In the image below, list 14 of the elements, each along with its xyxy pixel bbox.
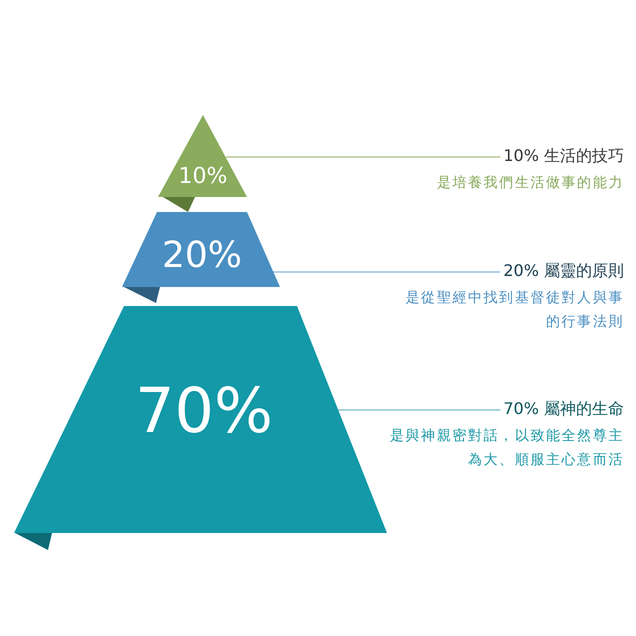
percentage-label: 20% — [162, 238, 242, 274]
tier-description: 是與神親密對話，以致能全然尊主為大、順服主心意而活 — [389, 427, 624, 470]
pyramid-tier — [120, 210, 283, 305]
tier-heading: 10% 生活的技巧 — [503, 146, 624, 167]
tier-heading: 70% 屬神的生命 — [503, 399, 624, 420]
tier-description: 是從聖經中找到基督徒對人與事的行事法則 — [404, 289, 624, 332]
leader-line — [338, 409, 500, 411]
tier-description: 是培養我們生活做事的能力 — [436, 174, 624, 193]
percentage-label: 10% — [178, 166, 228, 188]
leader-line — [273, 271, 500, 273]
pyramid-tier — [12, 303, 390, 553]
leader-line — [226, 156, 500, 158]
tier-heading: 20% 屬靈的原則 — [503, 261, 624, 282]
percentage-label: 70% — [135, 380, 273, 442]
